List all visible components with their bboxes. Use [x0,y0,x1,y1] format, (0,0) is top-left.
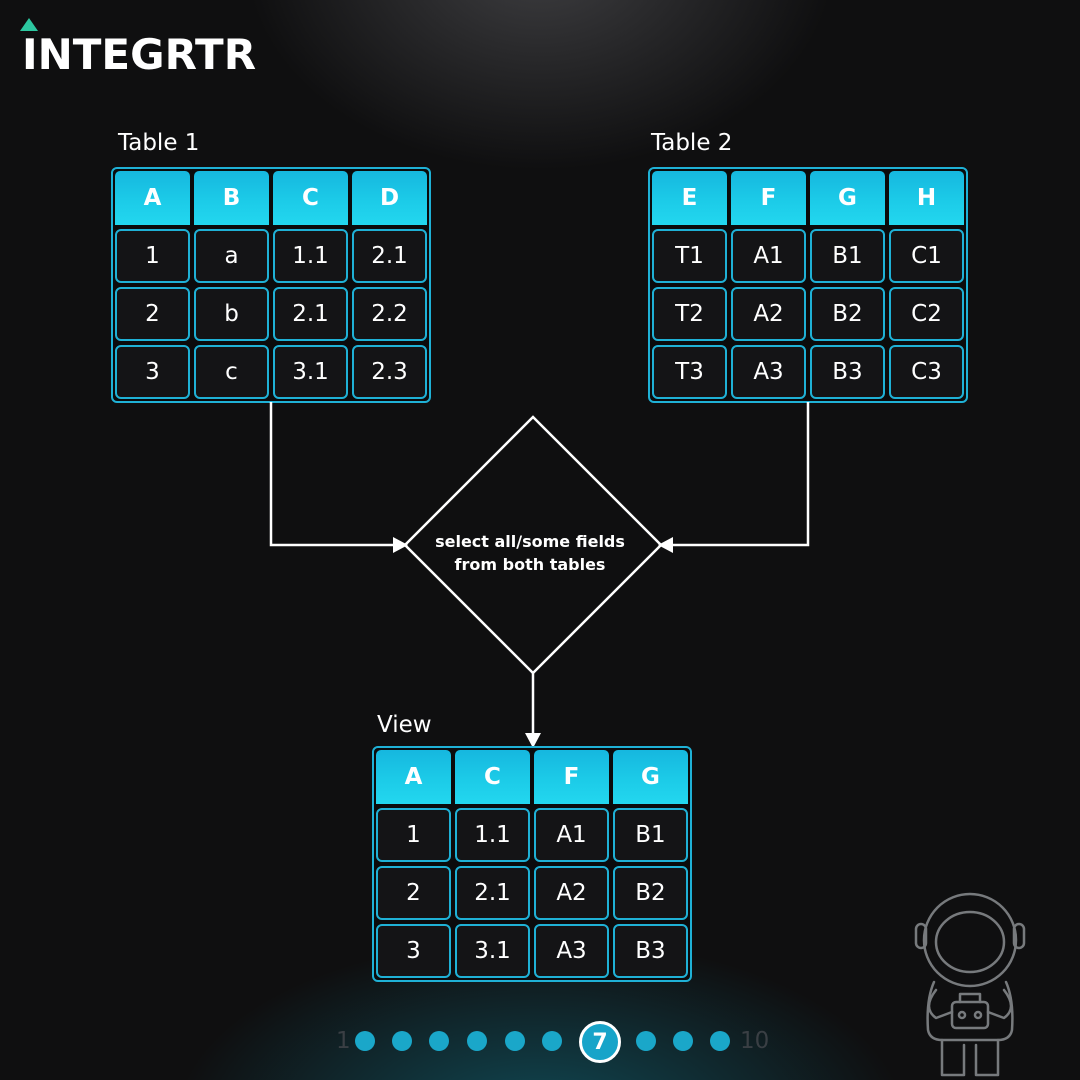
arrowhead-left [393,537,408,553]
table2-title: Table 2 [651,130,733,156]
connector-table1 [269,402,398,547]
diamond-label: select all/some fields from both tables [410,530,650,576]
table-cell: 1.1 [273,229,348,283]
page-current[interactable]: 7 [579,1021,621,1063]
diamond-label-line1: select all/some fields [435,532,625,551]
diamond-label-line2: from both tables [454,555,606,574]
page-dot-1[interactable] [355,1031,375,1051]
view-title: View [377,712,432,738]
table-cell: 3 [376,924,451,978]
column-header: E [652,171,727,225]
table-cell: B1 [613,808,688,862]
table-cell: A2 [731,287,806,341]
column-header: F [534,750,609,804]
table-cell: a [194,229,269,283]
table-cell: 2 [115,287,190,341]
page-dot-8[interactable] [636,1031,656,1051]
table-cell: B3 [613,924,688,978]
table1-title: Table 1 [118,130,200,156]
column-header: G [613,750,688,804]
column-header: A [115,171,190,225]
table-cell: T3 [652,345,727,399]
table-cell: A1 [534,808,609,862]
table-cell: b [194,287,269,341]
table-cell: C2 [889,287,964,341]
table-cell: 3 [115,345,190,399]
page-dot-5[interactable] [505,1031,525,1051]
astronaut-icon [914,892,1026,1077]
page-dot-2[interactable] [392,1031,412,1051]
table-cell: 2.3 [352,345,427,399]
page-dot-9[interactable] [673,1031,693,1051]
column-header: A [376,750,451,804]
column-header: C [455,750,530,804]
page-dot-10[interactable] [710,1031,730,1051]
logo-text: INTEGRTR [22,30,257,79]
table-cell: A1 [731,229,806,283]
pagination: 1 7 10 [0,1018,1080,1064]
table-cell: 2.2 [352,287,427,341]
table-cell: 2 [376,866,451,920]
arrowhead-right [658,537,673,553]
page-first: 1 [336,1028,351,1054]
table-cell: 3.1 [455,924,530,978]
column-header: F [731,171,806,225]
page-last: 10 [740,1028,770,1054]
page-dot-3[interactable] [429,1031,449,1051]
table-cell: 2.1 [273,287,348,341]
table-cell: 1 [115,229,190,283]
page-dot-6[interactable] [542,1031,562,1051]
table-cell: A3 [731,345,806,399]
table-cell: T2 [652,287,727,341]
table-cell: B3 [810,345,885,399]
page-dot-4[interactable] [467,1031,487,1051]
column-header: D [352,171,427,225]
table-cell: 3.1 [273,345,348,399]
table-cell: T1 [652,229,727,283]
table-cell: 2.1 [352,229,427,283]
table-cell: 1.1 [455,808,530,862]
table-cell: B1 [810,229,885,283]
table-cell: c [194,345,269,399]
table-cell: 1 [376,808,451,862]
table-cell: A2 [534,866,609,920]
column-header: C [273,171,348,225]
table-cell: A3 [534,924,609,978]
table-cell: 2.1 [455,866,530,920]
arrowhead-down [525,733,541,748]
column-header: B [194,171,269,225]
column-header: H [889,171,964,225]
connector-table2 [668,402,810,547]
table-cell: B2 [613,866,688,920]
table-cell: C3 [889,345,964,399]
table-cell: C1 [889,229,964,283]
column-header: G [810,171,885,225]
table-cell: B2 [810,287,885,341]
logo-triangle-icon [20,18,38,31]
